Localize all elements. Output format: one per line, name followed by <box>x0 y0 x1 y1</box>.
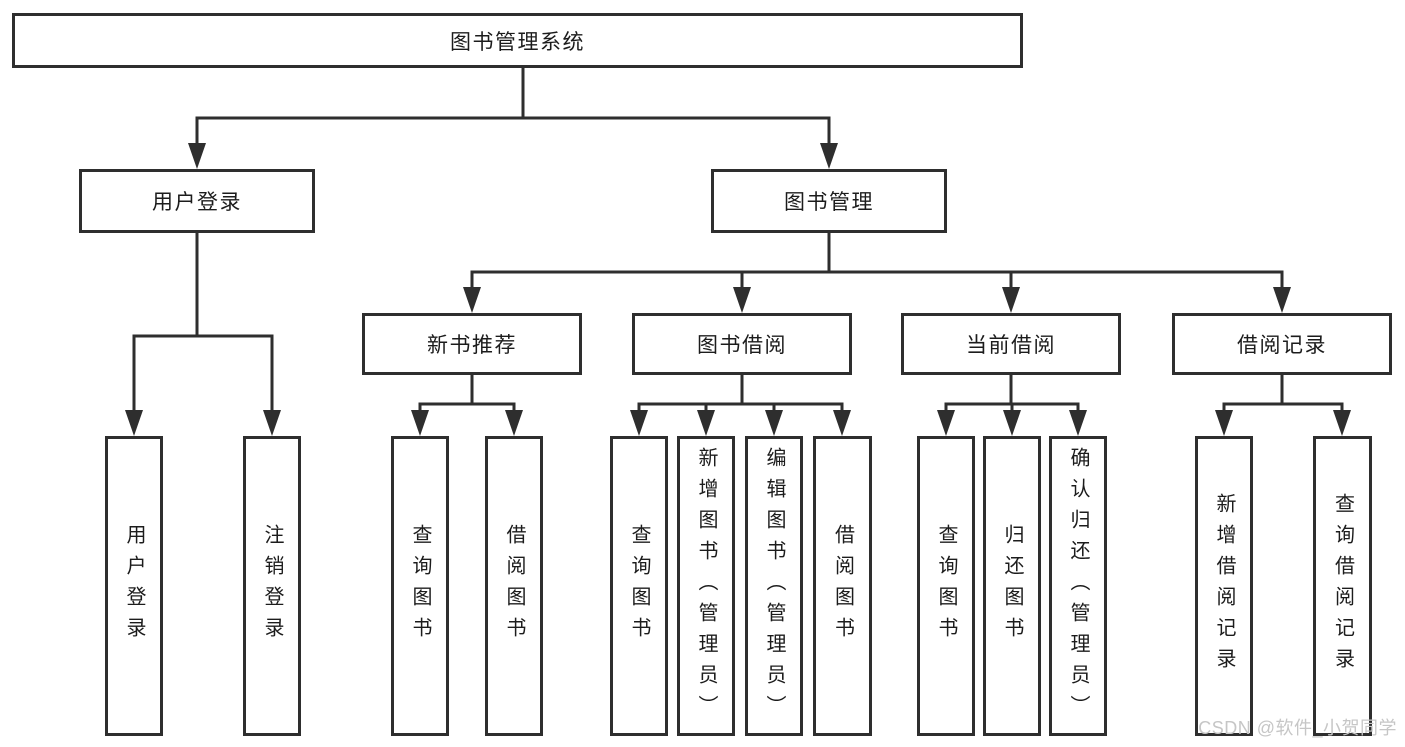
node-leaf-logout-label: 注销登录 <box>261 524 283 648</box>
node-leaf-add-borrow-record: 新增借阅记录 <box>1195 436 1253 736</box>
node-book-borrowing-label: 图书借阅 <box>697 334 787 357</box>
csdn-watermark: CSDN @软件_小贺同学 <box>1198 718 1397 738</box>
node-library-management-system: 图书管理系统 <box>12 13 1023 68</box>
node-leaf-query-borrow-record: 查询借阅记录 <box>1313 436 1372 736</box>
node-leaf-current-query-books-label: 查询图书 <box>935 524 957 648</box>
node-leaf-confirm-return-admin: 确认归还（管理员） <box>1049 436 1107 736</box>
node-leaf-add-borrow-record-label: 新增借阅记录 <box>1213 493 1235 679</box>
node-borrow-records-label: 借阅记录 <box>1237 334 1327 357</box>
connector-root-to-level2 <box>188 66 838 169</box>
node-leaf-return-books: 归还图书 <box>983 436 1041 736</box>
connector-records-children <box>1215 375 1351 436</box>
connector-newbook-children <box>411 375 523 436</box>
node-new-book-recommend: 新书推荐 <box>362 313 582 375</box>
node-current-borrowing: 当前借阅 <box>901 313 1121 375</box>
node-new-book-recommend-label: 新书推荐 <box>427 334 517 357</box>
connector-borrowing-children <box>630 375 851 436</box>
node-leaf-user-login-label: 用户登录 <box>123 524 145 648</box>
connector-userlogin-children <box>125 233 281 436</box>
node-borrow-records: 借阅记录 <box>1172 313 1392 375</box>
node-leaf-user-login: 用户登录 <box>105 436 163 736</box>
node-user-login-branch-label: 用户登录 <box>152 191 242 214</box>
node-leaf-recommend-query-books-label: 查询图书 <box>409 524 431 648</box>
node-leaf-borrowing-borrow-books: 借阅图书 <box>813 436 872 736</box>
node-leaf-query-borrow-record-label: 查询借阅记录 <box>1331 493 1354 679</box>
node-leaf-confirm-return-admin-label: 确认归还（管理员） <box>1067 446 1089 726</box>
node-leaf-recommend-query-books: 查询图书 <box>391 436 449 736</box>
node-leaf-add-books-admin: 新增图书（管理员） <box>677 436 735 736</box>
node-leaf-edit-books-admin: 编辑图书（管理员） <box>745 436 803 736</box>
node-leaf-return-books-label: 归还图书 <box>1001 524 1023 648</box>
node-library-management-system-label: 图书管理系统 <box>450 30 585 54</box>
connector-current-children <box>937 375 1087 436</box>
node-current-borrowing-label: 当前借阅 <box>966 334 1056 357</box>
node-leaf-add-books-admin-label: 新增图书（管理员） <box>695 446 717 726</box>
node-leaf-borrowing-query-books: 查询图书 <box>610 436 668 736</box>
node-user-login-branch: 用户登录 <box>79 169 315 233</box>
node-leaf-recommend-borrow-books-label: 借阅图书 <box>503 524 525 648</box>
node-leaf-borrowing-borrow-books-label: 借阅图书 <box>831 524 854 648</box>
node-leaf-current-query-books: 查询图书 <box>917 436 975 736</box>
node-leaf-edit-books-admin-label: 编辑图书（管理员） <box>763 446 785 726</box>
connector-bookmgmt-to-level3 <box>463 233 1291 313</box>
node-book-management-branch: 图书管理 <box>711 169 947 233</box>
node-leaf-borrowing-query-books-label: 查询图书 <box>628 524 650 648</box>
node-leaf-recommend-borrow-books: 借阅图书 <box>485 436 543 736</box>
node-book-management-branch-label: 图书管理 <box>784 191 874 214</box>
node-book-borrowing: 图书借阅 <box>632 313 852 375</box>
node-leaf-logout: 注销登录 <box>243 436 301 736</box>
